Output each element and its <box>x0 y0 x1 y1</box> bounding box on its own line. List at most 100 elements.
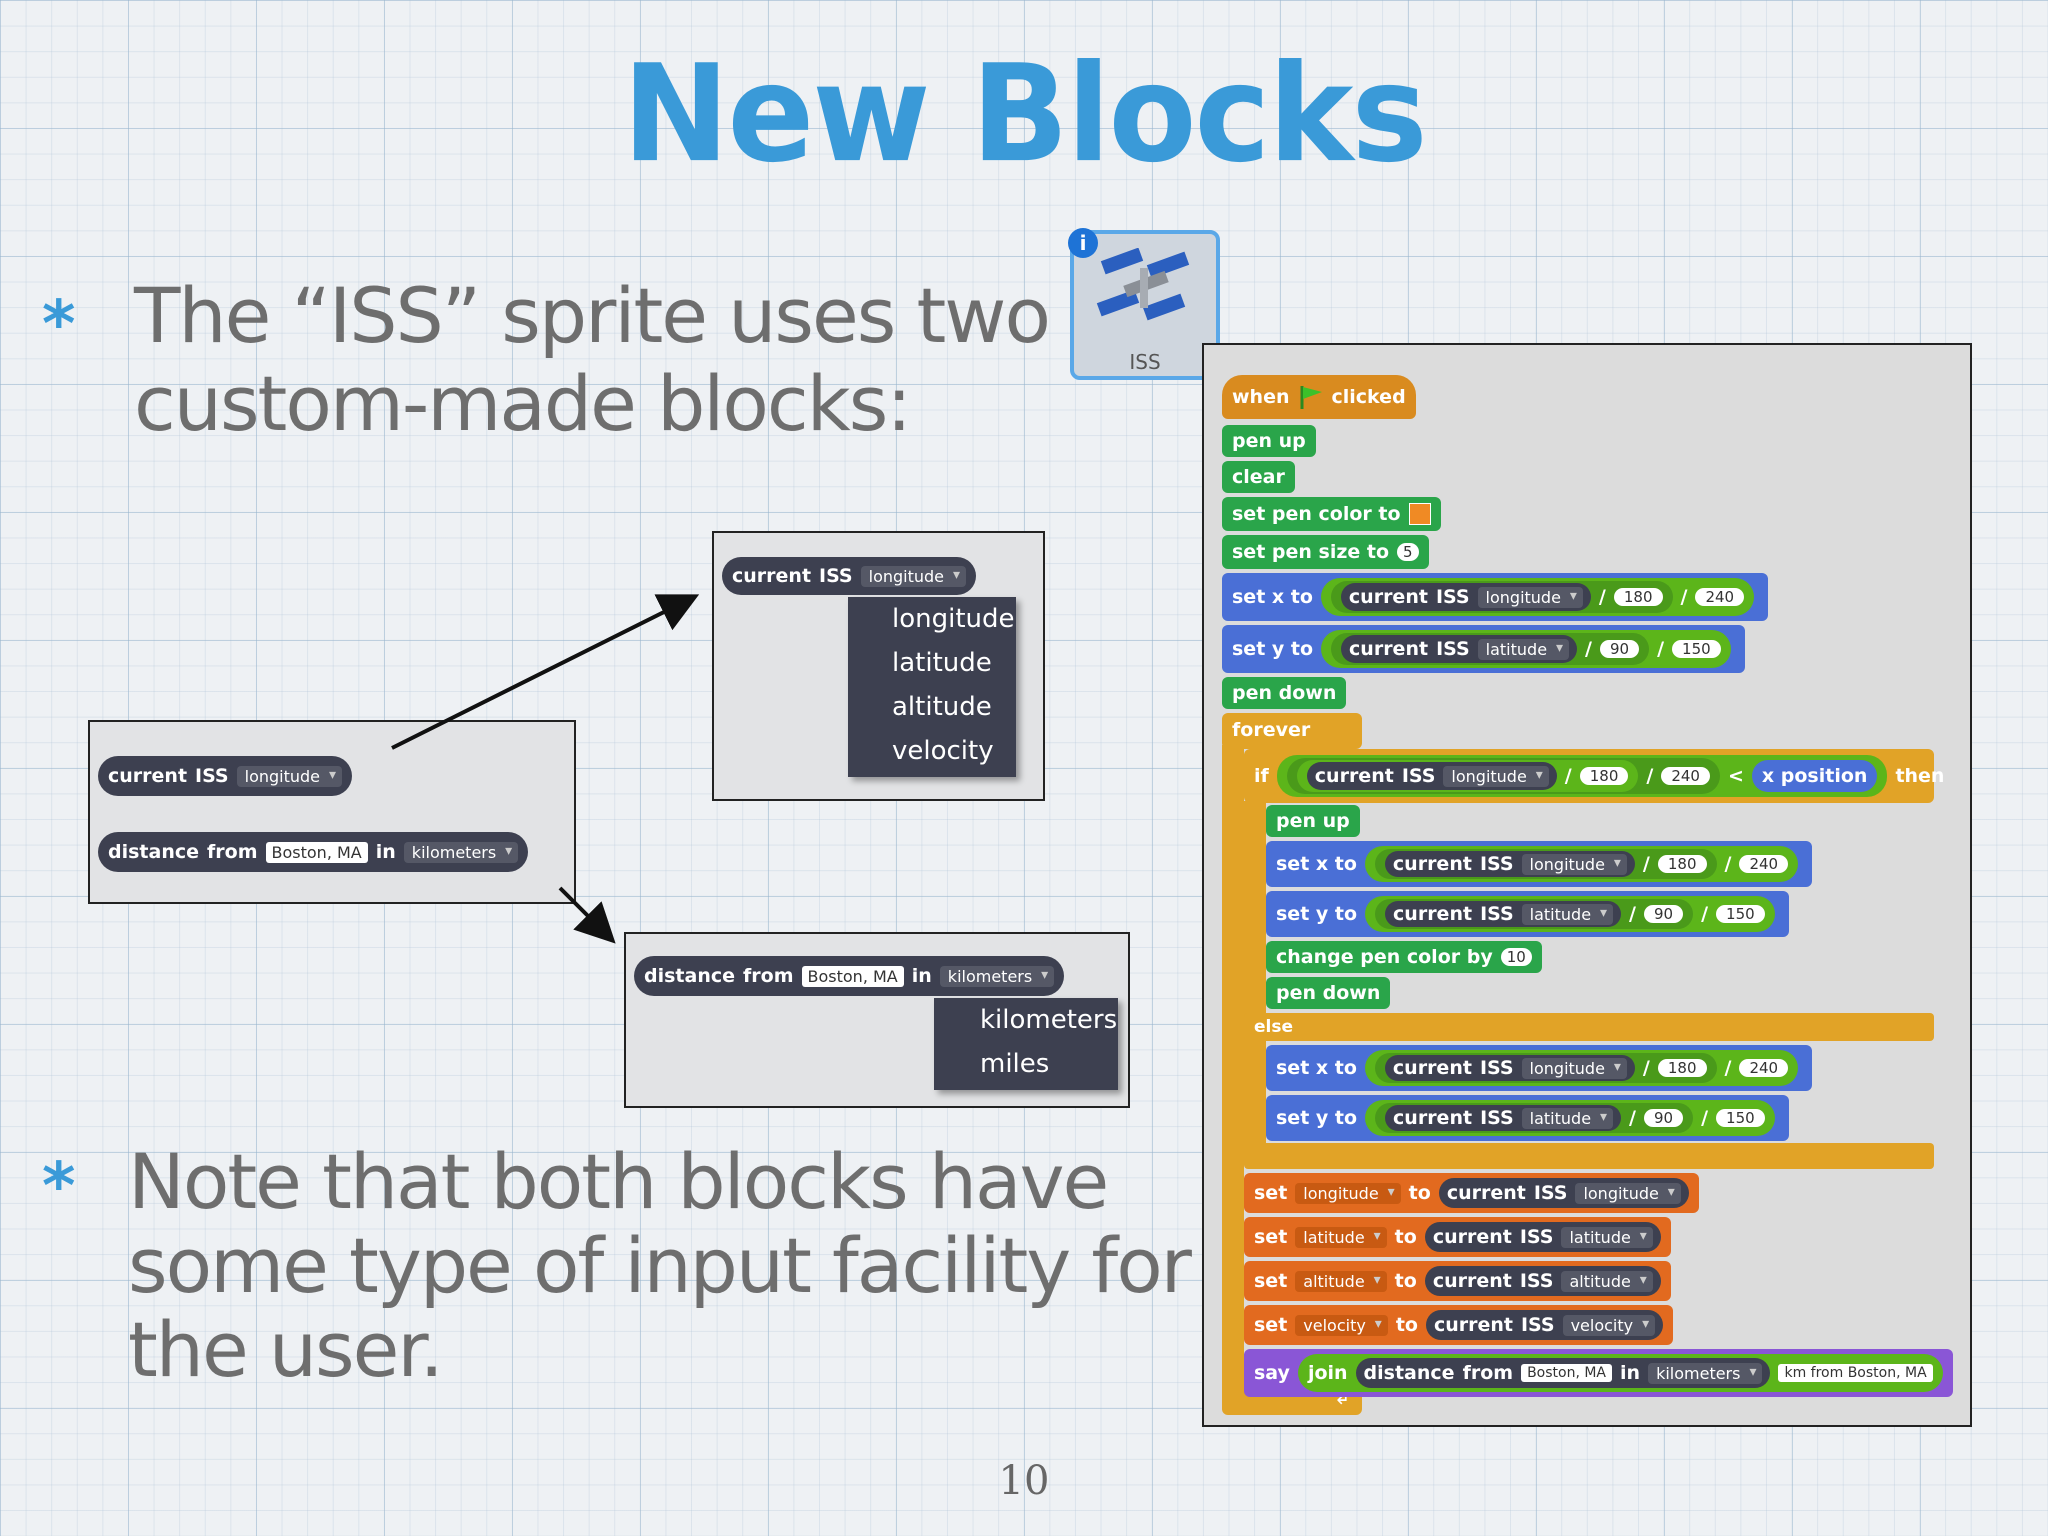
number-input[interactable]: 150 <box>1672 640 1721 658</box>
divide-operator[interactable]: current ISS longitude / 180 / 240 <box>1286 758 1720 794</box>
menu-item-kilometers[interactable]: kilometers <box>980 1005 1118 1035</box>
iss-sprite-thumbnail[interactable]: i ISS <box>1068 228 1220 380</box>
location-input[interactable]: Boston, MA <box>265 841 368 863</box>
location-input[interactable]: Boston, MA <box>1521 1364 1613 1382</box>
number-input[interactable]: 240 <box>1739 855 1789 873</box>
number-input[interactable]: 240 <box>1695 588 1745 606</box>
number-input[interactable]: 150 <box>1716 1109 1765 1127</box>
current-iss-block[interactable]: current ISS longitude <box>1384 1055 1635 1081</box>
divide-operator[interactable]: current ISS latitude / 90 <box>1375 1103 1694 1133</box>
longitude-dropdown[interactable]: longitude <box>1443 765 1549 787</box>
less-than-operator[interactable]: current ISS longitude / 180 / 240 < x po… <box>1276 755 1888 797</box>
divide-operator[interactable]: current ISS longitude / 180 <box>1296 760 1639 792</box>
menu-item-latitude[interactable]: latitude <box>892 648 992 678</box>
color-swatch[interactable] <box>1408 503 1431 525</box>
current-iss-block[interactable]: current ISS longitude <box>1438 1178 1689 1208</box>
divide-operator[interactable]: current ISS longitude / 180 <box>1374 849 1717 879</box>
divide-operator[interactable]: current ISS latitude / 90 <box>1331 633 1650 665</box>
set-latitude-variable-block[interactable]: set latitude to current ISS latitude <box>1244 1217 1671 1257</box>
current-iss-block[interactable]: current ISS latitude <box>1385 1105 1622 1131</box>
divide-operator[interactable]: current ISS latitude / 90 / 150 <box>1321 630 1731 668</box>
current-iss-block[interactable]: current ISS longitude <box>722 557 977 595</box>
units-dropdown[interactable]: kilometers <box>939 965 1055 987</box>
set-pen-color-block[interactable]: set pen color to <box>1222 497 1441 531</box>
clear-block[interactable]: clear <box>1222 461 1295 493</box>
set-longitude-variable-block[interactable]: set longitude to current ISS longitude <box>1244 1173 1699 1213</box>
current-iss-block[interactable]: current ISS longitude <box>1306 762 1557 790</box>
number-input[interactable]: 240 <box>1661 767 1710 785</box>
distance-from-block[interactable]: distance from Boston, MA in kilometers <box>1355 1358 1771 1388</box>
current-iss-block[interactable]: current ISS latitude <box>1341 635 1578 663</box>
current-iss-block[interactable]: current ISS latitude <box>1385 901 1622 927</box>
set-altitude-variable-block[interactable]: set altitude to current ISS altitude <box>1244 1261 1671 1301</box>
number-input[interactable]: 180 <box>1657 855 1707 873</box>
divide-operator[interactable]: current ISS longitude / 180 / 240 <box>1364 846 1799 882</box>
altitude-dropdown[interactable]: altitude <box>1561 1270 1653 1292</box>
suffix-text-input[interactable]: km from Boston, MA <box>1778 1364 1933 1382</box>
menu-item-miles[interactable]: miles <box>980 1049 1050 1079</box>
set-pen-size-block[interactable]: set pen size to 5 <box>1222 535 1429 569</box>
number-input[interactable]: 180 <box>1613 588 1663 606</box>
current-iss-block[interactable]: current ISS velocity <box>1425 1310 1664 1340</box>
velocity-dropdown[interactable]: velocity <box>1562 1314 1656 1336</box>
join-operator[interactable]: join distance from Boston, MA in kilomet… <box>1297 1354 1943 1392</box>
number-input[interactable]: 180 <box>1579 767 1629 785</box>
variable-dropdown[interactable]: longitude <box>1295 1182 1401 1204</box>
divide-operator[interactable]: current ISS longitude / 180 / 240 <box>1364 1050 1799 1086</box>
latitude-dropdown[interactable]: latitude <box>1561 1226 1653 1248</box>
when-flag-clicked-block[interactable]: when clicked <box>1222 375 1416 419</box>
divide-operator[interactable]: current ISS latitude / 90 / 150 <box>1365 896 1775 932</box>
divide-operator[interactable]: current ISS longitude / 180 <box>1330 581 1673 613</box>
distance-from-block[interactable]: distance from Boston, MA in kilometers <box>634 956 1065 996</box>
longitude-dropdown[interactable]: longitude <box>1477 586 1583 608</box>
number-input[interactable]: 240 <box>1739 1059 1789 1077</box>
number-input[interactable]: 10 <box>1500 948 1532 966</box>
location-input[interactable]: Boston, MA <box>801 965 904 987</box>
pen-down-block[interactable]: pen down <box>1222 677 1347 709</box>
latitude-dropdown[interactable]: latitude <box>1521 903 1614 925</box>
x-position-reporter[interactable]: x position <box>1751 760 1878 792</box>
current-iss-block[interactable]: current ISS altitude <box>1424 1266 1661 1296</box>
forever-block[interactable]: forever <box>1222 713 1362 749</box>
if-else-block[interactable]: if current ISS longitude / 180 / 240 < x… <box>1244 749 1944 803</box>
variable-dropdown[interactable]: latitude <box>1295 1226 1387 1248</box>
longitude-dropdown[interactable]: longitude <box>236 765 343 787</box>
longitude-dropdown[interactable]: longitude <box>1521 1057 1627 1079</box>
divide-operator[interactable]: current ISS longitude / 180 <box>1374 1053 1717 1083</box>
set-velocity-variable-block[interactable]: set velocity to current ISS velocity <box>1244 1305 1674 1345</box>
pen-down-block[interactable]: pen down <box>1266 977 1391 1009</box>
menu-item-longitude[interactable]: longitude <box>892 604 1015 634</box>
number-input[interactable]: 180 <box>1657 1059 1707 1077</box>
current-iss-block[interactable]: current ISS longitude <box>1340 583 1591 611</box>
longitude-dropdown[interactable]: longitude <box>1575 1182 1681 1204</box>
variable-dropdown[interactable]: velocity <box>1295 1314 1388 1336</box>
longitude-dropdown[interactable]: longitude <box>1521 853 1627 875</box>
units-dropdown[interactable]: kilometers <box>1648 1362 1763 1384</box>
change-pen-color-block[interactable]: change pen color by 10 <box>1266 941 1542 973</box>
set-x-block[interactable]: set x to current ISS longitude / 180 / 2… <box>1222 573 1769 621</box>
units-dropdown[interactable]: kilometers <box>403 841 519 863</box>
divide-operator[interactable]: current ISS latitude / 90 <box>1375 899 1694 929</box>
info-icon[interactable]: i <box>1068 228 1098 258</box>
distance-from-block[interactable]: distance from Boston, MA in kilometers <box>98 832 529 872</box>
current-iss-block[interactable]: current ISS latitude <box>1424 1222 1661 1252</box>
current-iss-block[interactable]: current ISS longitude <box>1384 851 1635 877</box>
number-input[interactable]: 90 <box>1644 905 1684 923</box>
current-iss-block[interactable]: current ISS longitude <box>98 756 353 796</box>
say-block[interactable]: say join distance from Boston, MA in kil… <box>1244 1349 1953 1397</box>
set-x-block[interactable]: set x to current ISS longitude / 180 / 2… <box>1266 841 1813 887</box>
menu-item-velocity[interactable]: velocity <box>892 736 994 766</box>
longitude-dropdown[interactable]: longitude <box>860 565 967 587</box>
latitude-dropdown[interactable]: latitude <box>1477 638 1570 660</box>
number-input[interactable]: 90 <box>1644 1109 1684 1127</box>
set-y-block[interactable]: set y to current ISS latitude / 90 / 150 <box>1266 1095 1789 1141</box>
set-y-block[interactable]: set y to current ISS latitude / 90 / 150 <box>1266 891 1789 937</box>
set-x-block[interactable]: set x to current ISS longitude / 180 / 2… <box>1266 1045 1813 1091</box>
pen-up-block[interactable]: pen up <box>1222 425 1316 457</box>
latitude-dropdown[interactable]: latitude <box>1521 1107 1614 1129</box>
number-input[interactable]: 90 <box>1600 640 1640 658</box>
divide-operator[interactable]: current ISS latitude / 90 / 150 <box>1365 1100 1775 1136</box>
menu-item-altitude[interactable]: altitude <box>892 692 992 722</box>
set-y-block[interactable]: set y to current ISS latitude / 90 / 150 <box>1222 625 1745 673</box>
pen-size-input[interactable]: 5 <box>1397 543 1419 561</box>
